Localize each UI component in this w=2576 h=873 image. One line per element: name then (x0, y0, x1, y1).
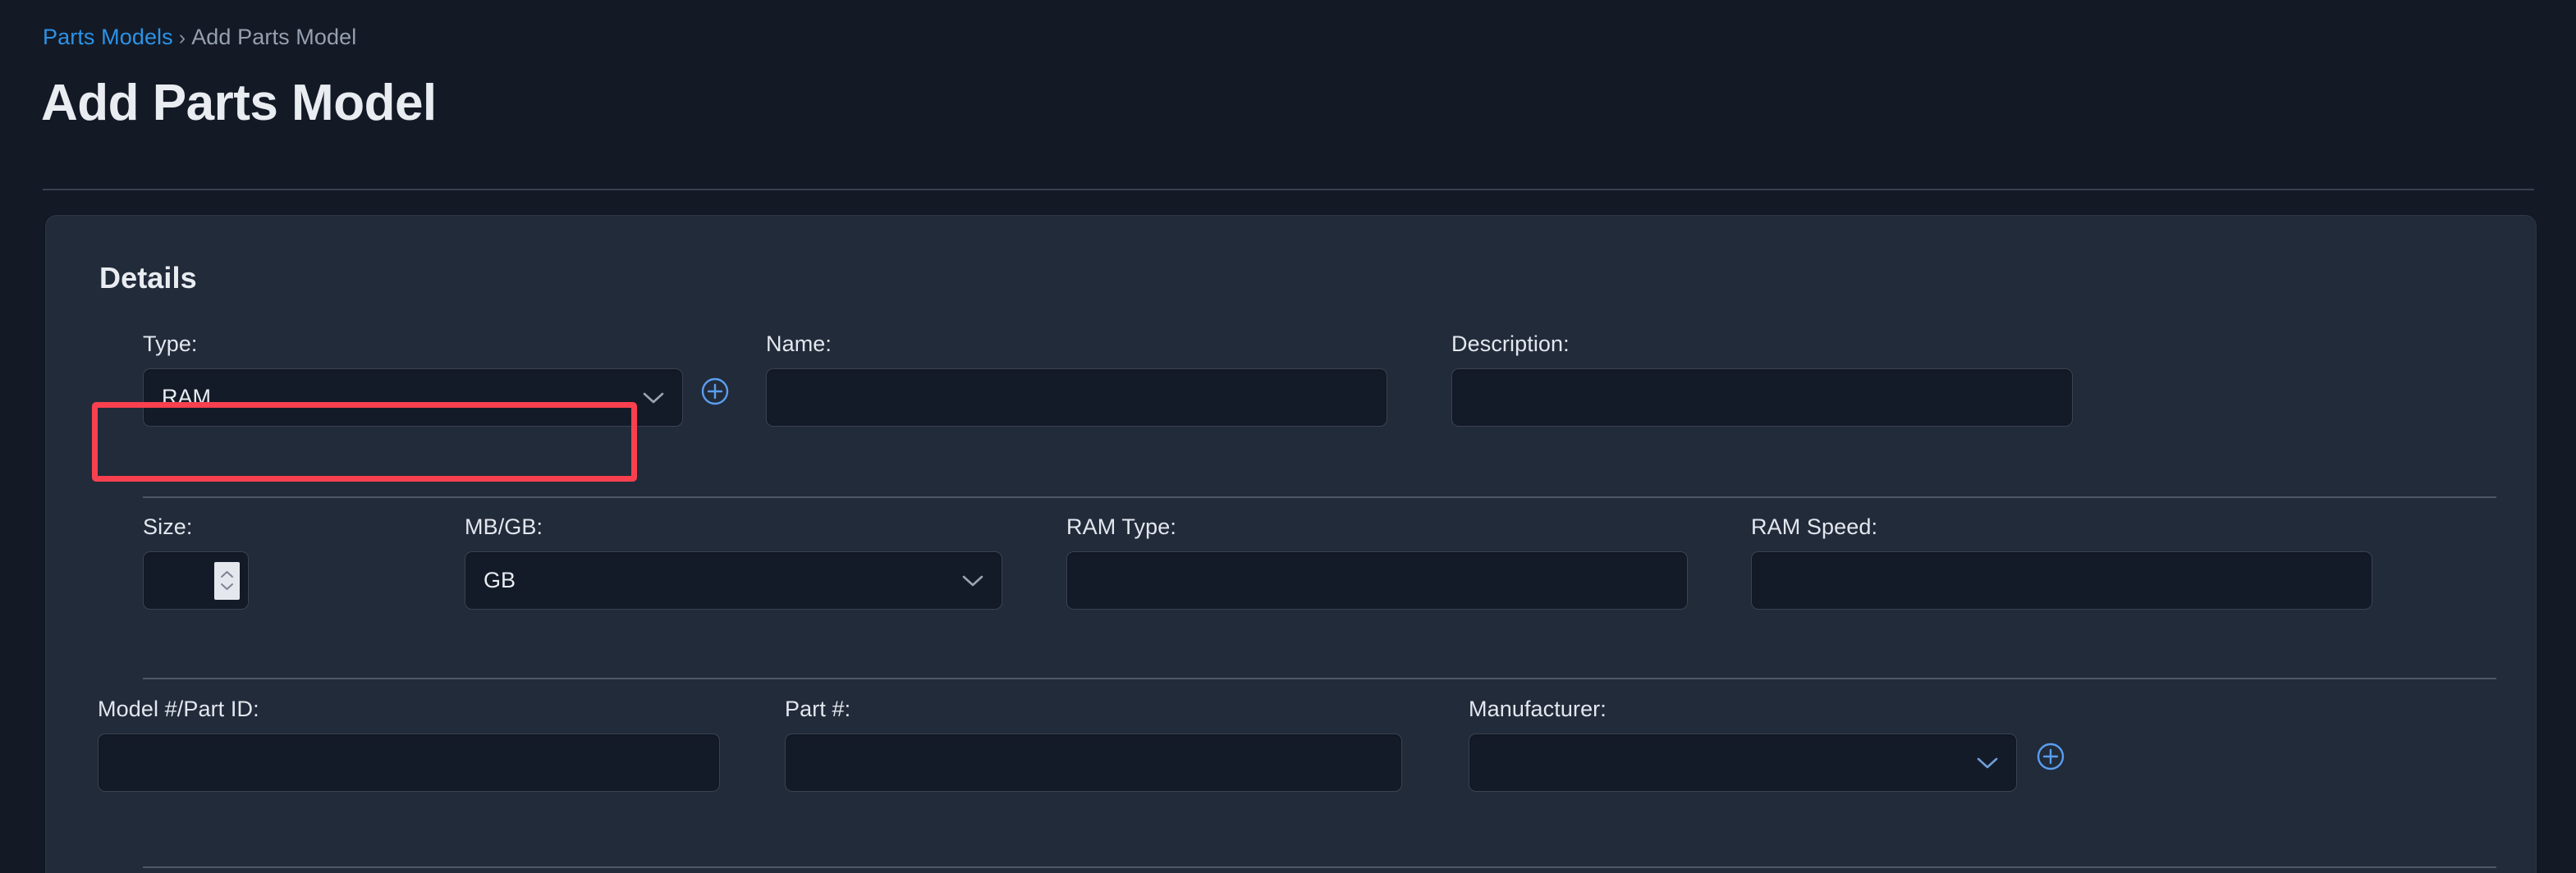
chevron-down-icon (643, 391, 664, 405)
breadcrumb: Parts Models›Add Parts Model (43, 24, 356, 51)
quantity-stepper[interactable] (214, 561, 240, 600)
field-model-part-id: Model #/Part ID: (98, 696, 720, 792)
page-title: Add Parts Model (41, 75, 437, 131)
breadcrumb-current: Add Parts Model (191, 25, 357, 49)
name-input[interactable] (766, 368, 1387, 427)
row-divider-3 (143, 866, 2496, 868)
field-ram-speed: RAM Speed: (1751, 514, 2372, 610)
description-input[interactable] (1451, 368, 2073, 427)
field-type: Type: RAM (143, 331, 683, 427)
field-label-part-number: Part #: (785, 697, 851, 721)
chevron-down-icon (1977, 756, 1998, 770)
row-divider-2 (143, 678, 2496, 679)
form-row-3: Model #/Part ID: Part #: Manufacturer: (46, 696, 2536, 860)
breadcrumb-separator: › (178, 26, 186, 49)
field-label-size: Size: (143, 514, 193, 539)
field-part-number: Part #: (785, 696, 1402, 792)
field-description: Description: (1451, 331, 2073, 427)
field-label-name: Name: (766, 331, 832, 356)
row-divider-1 (143, 496, 2496, 498)
chevron-down-icon (962, 574, 983, 587)
field-manufacturer: Manufacturer: (1469, 696, 2017, 792)
type-select[interactable]: RAM (143, 368, 683, 427)
add-manufacturer-button[interactable] (2036, 742, 2065, 771)
field-label-manufacturer: Manufacturer: (1469, 697, 1607, 721)
add-type-button[interactable] (700, 377, 730, 406)
field-label-mb-gb: MB/GB: (465, 514, 543, 539)
breadcrumb-link-parts-models[interactable]: Parts Models (43, 25, 173, 49)
details-card: Details Type: RAM N (45, 215, 2537, 873)
field-mb-gb: MB/GB: GB (465, 514, 1002, 610)
mb-gb-select-value: GB (484, 568, 516, 592)
form-row-1: Type: RAM Name: (46, 331, 2536, 495)
ram-speed-input[interactable] (1751, 551, 2372, 610)
header-divider (43, 189, 2534, 190)
model-part-id-input[interactable] (98, 734, 720, 792)
card-title: Details (99, 261, 197, 295)
manufacturer-select[interactable] (1469, 734, 2017, 792)
field-size: Size: (143, 514, 249, 610)
mb-gb-select[interactable]: GB (465, 551, 1002, 610)
type-select-value: RAM (162, 385, 211, 409)
chevron-up-icon (221, 571, 233, 578)
field-label-description: Description: (1451, 331, 1570, 356)
field-label-type: Type: (143, 331, 198, 356)
field-ram-type: RAM Type: (1066, 514, 1688, 610)
chevron-down-icon (221, 583, 233, 590)
part-number-input[interactable] (785, 734, 1402, 792)
field-label-ram-speed: RAM Speed: (1751, 514, 1878, 539)
field-name: Name: (766, 331, 1387, 427)
ram-type-input[interactable] (1066, 551, 1688, 610)
field-label-ram-type: RAM Type: (1066, 514, 1176, 539)
size-input[interactable] (143, 551, 249, 610)
field-label-model-part-id: Model #/Part ID: (98, 697, 259, 721)
form-row-2: Size: MB/GB: GB (46, 514, 2536, 674)
